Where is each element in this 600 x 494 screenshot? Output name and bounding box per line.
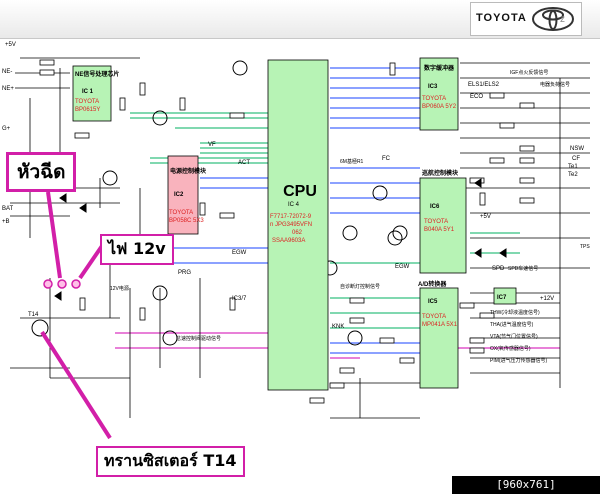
label-ox: OX(氧传感器信号): [490, 345, 531, 352]
label-te1: Te1: [568, 164, 578, 170]
toyota-emblem-icon: [532, 7, 574, 31]
cpu-part4: SSAA9603A: [272, 238, 305, 244]
header-bar: TOYOTA z: [0, 0, 600, 39]
ic5-part: MP041A 5X1: [422, 322, 458, 328]
ic6-part: B040A 5Y1: [424, 227, 455, 233]
diode-symbols: [54, 178, 507, 301]
ic5-chip: [419, 287, 459, 389]
label-spd-signal: SPD车速信号: [508, 265, 538, 272]
ecu-circuit-diagram: NE信号处理芯片 IC 1 TOYOTA BP0615Y 电源控制模块 IC2 …: [2, 42, 590, 440]
label-diag-lamp: 自诊断灯控制信号: [340, 283, 380, 290]
cpu-chip: [267, 59, 329, 391]
label-spd: SPD: [492, 266, 505, 272]
cpu-part3: 062: [292, 230, 303, 236]
label-5v-right: +5V: [480, 214, 491, 220]
ic1-part: BP0615Y: [75, 107, 100, 113]
label-pim: PIM(进气压力传感器信号): [490, 357, 548, 364]
label-egw-2: EGW: [395, 264, 410, 270]
resistor-components: [39, 59, 535, 404]
upic-watermark: [960x761] http://upic.me/: [452, 476, 600, 494]
label-b-plus: +B: [2, 219, 10, 225]
ic3-part: BP060A 5Y2: [422, 104, 457, 110]
ic2-brand: TOYOTA: [169, 210, 193, 216]
label-elf: 电器负荷信号: [540, 81, 570, 88]
label-g-plus: G+: [2, 126, 11, 132]
transistor-symbols: [31, 60, 408, 346]
ic5-brand: TOYOTA: [422, 314, 446, 320]
label-ne-minus: NE-: [2, 69, 12, 75]
label-prg: PRG: [178, 270, 191, 276]
label-egw: EGW: [232, 250, 247, 256]
label-v5: +5V: [5, 42, 16, 48]
brand-logo: TOYOTA: [470, 2, 582, 36]
ic7-name: IC7: [497, 295, 507, 301]
label-vta: VTA(节气门位置信号): [490, 333, 538, 340]
label-nsw: NSW: [570, 146, 584, 152]
wire-bundle-blue: [150, 67, 420, 354]
label-6m: 6M基極R1: [340, 158, 364, 165]
ic2-title: 电源控制模块: [170, 167, 207, 175]
label-thw: THW(冷却液温度信号): [490, 309, 540, 316]
ic2-name: IC2: [174, 192, 184, 198]
label-knk: KNK: [332, 324, 344, 330]
label-vf: VF: [208, 142, 216, 148]
ic1-title: NE信号处理芯片: [75, 70, 119, 78]
label-te2: Te2: [568, 172, 578, 178]
ic2-part: BP058C 5X3: [169, 218, 204, 224]
label-t14: T14: [28, 312, 39, 318]
injector-highlight-markers: [43, 279, 81, 289]
ic6-title: 巡航控制模块: [421, 169, 459, 177]
callout-transistor: ทรานซิสเตอร์ T14: [96, 446, 245, 477]
cpu-label: CPU: [283, 183, 317, 200]
ic6-brand: TOYOTA: [424, 219, 448, 225]
ic1-brand: TOYOTA: [75, 99, 99, 105]
label-cf: CF: [572, 156, 580, 162]
callout-12v: ไฟ 12v: [100, 234, 174, 265]
ic2-chip: [167, 155, 199, 235]
label-tha: THA(进气温度信号): [490, 321, 534, 328]
callout-pointers: [40, 191, 112, 440]
label-bat: BAT: [2, 206, 14, 212]
label-idle-valve: 怠速控制阀驱动信号: [176, 335, 221, 342]
label-igf: IGF点火反馈信号: [510, 69, 548, 76]
cpu-part2: n JPG3495VFN: [270, 222, 312, 228]
ic6-chip: [419, 177, 467, 274]
ic3-title: 数字缓冲器: [424, 64, 455, 72]
callout-injector: หัวฉีด: [6, 152, 77, 192]
ic1-name: IC 1: [82, 89, 94, 95]
ic5-title: A/D转换器: [418, 280, 447, 288]
cpu-sub: IC 4: [288, 202, 300, 208]
ic1-chip: [72, 65, 112, 122]
ic6-name: IC6: [430, 204, 440, 210]
ic3-name: IC3: [428, 84, 438, 90]
label-fc: FC: [382, 156, 391, 162]
label-ne-plus: NE+: [2, 86, 14, 92]
label-12v-supply: 12V电源: [110, 285, 129, 292]
ic3-brand: TOYOTA: [422, 96, 446, 102]
label-tps: TPS: [580, 244, 590, 250]
label-els: ELS1/ELS2: [468, 82, 500, 88]
label-12v-right: +12V: [540, 296, 554, 302]
ic3-chip: [419, 57, 459, 131]
ic7-chip: [493, 287, 517, 305]
label-act: ACT: [238, 160, 250, 166]
cpu-part1: F7717-72072-9: [270, 214, 312, 220]
ic5-name: IC5: [428, 299, 438, 305]
brand-name: TOYOTA: [476, 12, 527, 24]
brand-swoosh: z: [560, 14, 565, 25]
label-ic3-7: IC3/7: [232, 296, 247, 302]
label-eco: ECO: [470, 94, 483, 100]
